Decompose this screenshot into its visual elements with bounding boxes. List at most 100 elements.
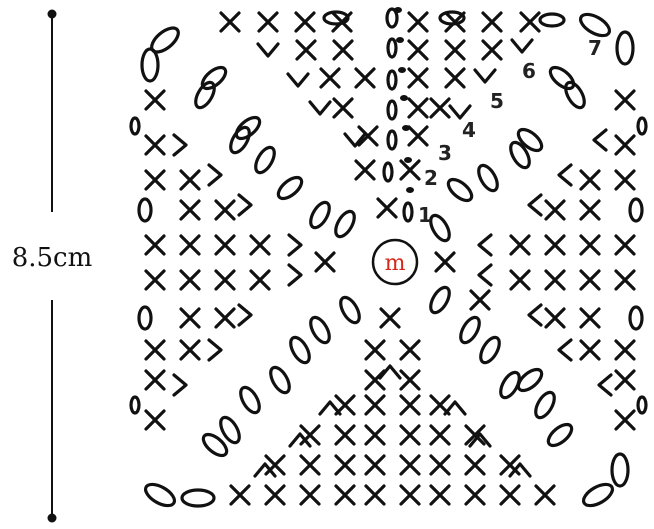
- round-labels: 1 2 3 4 5 6 7: [418, 36, 602, 227]
- chain-oval: [276, 175, 304, 201]
- single-crochet-x: [364, 454, 386, 476]
- single-crochet-x: [376, 197, 398, 219]
- chain-oval: [309, 315, 331, 345]
- single-crochet-x: [144, 409, 166, 431]
- increase-v: [287, 233, 303, 257]
- chain-oval: [254, 145, 276, 175]
- single-crochet-x: [179, 307, 201, 329]
- single-crochet-x: [144, 339, 166, 361]
- single-crochet-x: [179, 234, 201, 256]
- single-crochet-x: [249, 269, 271, 291]
- single-crochet-x: [364, 339, 386, 361]
- chain-oval: [402, 201, 414, 223]
- single-crochet-x: [399, 369, 421, 391]
- chain-oval: [628, 305, 644, 331]
- single-crochet-x: [614, 169, 636, 191]
- single-crochet-x: [444, 67, 466, 89]
- single-crochet-x: [407, 97, 429, 119]
- chain-oval: [386, 99, 398, 121]
- single-crochet-x: [332, 39, 354, 61]
- slip-stitch-dot: [406, 187, 414, 193]
- chain-oval: [499, 370, 521, 400]
- single-crochet-x: [399, 159, 421, 181]
- center-label: m: [385, 251, 406, 276]
- single-crochet-x: [429, 484, 451, 506]
- single-crochet-x: [464, 484, 486, 506]
- chain-oval: [219, 415, 241, 445]
- single-crochet-x: [544, 307, 566, 329]
- single-crochet-x: [214, 269, 236, 291]
- increase-v: [527, 193, 543, 217]
- round-label-4: 4: [462, 118, 476, 142]
- single-crochet-x: [214, 234, 236, 256]
- single-crochet-x: [519, 11, 541, 33]
- single-crochet-x: [144, 369, 166, 391]
- increase-v: [286, 72, 310, 88]
- single-crochet-x: [614, 89, 636, 111]
- chain-oval: [509, 140, 531, 170]
- increase-v: [477, 233, 493, 257]
- chain-oval: [229, 125, 251, 155]
- single-crochet-x: [444, 39, 466, 61]
- single-crochet-x: [364, 484, 386, 506]
- increase-v: [172, 373, 188, 397]
- chain-oval: [610, 452, 630, 488]
- single-crochet-x: [399, 394, 421, 416]
- increase-v: [527, 303, 543, 327]
- single-crochet-x: [579, 199, 601, 221]
- single-crochet-x: [481, 39, 503, 61]
- chain-oval: [459, 315, 481, 345]
- single-crochet-x: [434, 251, 456, 273]
- increase-v: [477, 263, 493, 287]
- single-crochet-x: [264, 454, 286, 476]
- single-crochet-x: [509, 234, 531, 256]
- single-crochet-x: [264, 484, 286, 506]
- slip-stitch-dot: [402, 125, 410, 131]
- chain-oval: [477, 163, 499, 193]
- single-crochet-x: [614, 339, 636, 361]
- chain-oval: [546, 422, 574, 448]
- increase-v: [557, 338, 573, 362]
- single-crochet-x: [407, 125, 429, 147]
- single-crochet-x: [464, 454, 486, 476]
- single-crochet-x: [429, 454, 451, 476]
- increase-v: [378, 364, 402, 380]
- measurement-bar: 8.5cm: [12, 9, 93, 523]
- increase-v: [318, 400, 342, 416]
- single-crochet-x: [334, 484, 356, 506]
- single-crochet-x: [219, 11, 241, 33]
- single-crochet-x: [214, 307, 236, 329]
- round-label-7: 7: [588, 36, 602, 60]
- chain-oval: [143, 482, 177, 508]
- round-label-3: 3: [438, 141, 452, 165]
- chain-oval: [538, 12, 566, 28]
- single-crochet-x: [364, 369, 386, 391]
- chain-oval: [578, 12, 612, 38]
- single-crochet-x: [444, 11, 466, 33]
- single-crochet-x: [407, 11, 429, 33]
- increase-v: [256, 42, 280, 58]
- increase-v: [308, 100, 332, 116]
- measurement-label: 8.5cm: [12, 243, 93, 273]
- increase-v: [597, 373, 613, 397]
- stitch-symbols: [129, 7, 648, 508]
- chain-oval: [289, 335, 311, 365]
- chain-oval: [339, 295, 361, 325]
- single-crochet-x: [579, 169, 601, 191]
- single-crochet-x: [294, 11, 316, 33]
- single-crochet-x: [509, 269, 531, 291]
- single-crochet-x: [614, 409, 636, 431]
- chain-oval: [140, 47, 160, 83]
- chain-oval: [429, 285, 451, 315]
- chain-oval: [581, 482, 615, 508]
- single-crochet-x: [295, 39, 317, 61]
- single-crochet-x: [334, 424, 356, 446]
- single-crochet-x: [299, 484, 321, 506]
- single-crochet-x: [579, 269, 601, 291]
- single-crochet-x: [144, 234, 166, 256]
- increase-v: [207, 163, 223, 187]
- increase-v: [468, 432, 492, 448]
- chain-oval: [429, 213, 451, 243]
- chain-oval: [636, 395, 648, 415]
- chain-oval: [516, 367, 544, 393]
